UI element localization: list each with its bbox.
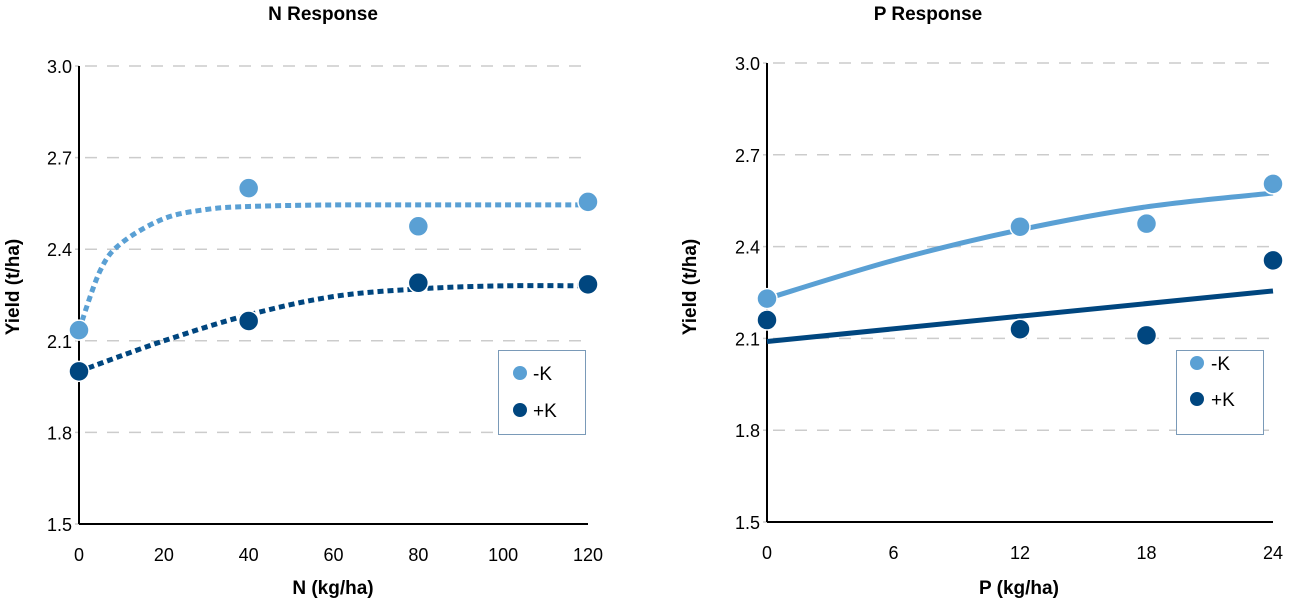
- data-point-minus-k: [407, 215, 430, 238]
- legend-marker-plus-k: [1190, 392, 1204, 406]
- data-point-plus-k: [1262, 249, 1284, 272]
- p-response-chart: P Response Yield (t/ha) P (kg/ha) 1.5 1.8…: [680, 4, 1284, 599]
- x-axis-label: P (kg/ha): [979, 578, 1059, 599]
- legend-label-minus-k: -K: [1211, 354, 1230, 375]
- x-tick-label: 18: [1136, 543, 1156, 563]
- trend-line-minus-k: [76, 202, 588, 331]
- data-point-plus-k: [577, 273, 599, 296]
- legend-label-plus-k: +K: [533, 401, 557, 422]
- axes: [766, 63, 1273, 523]
- x-ticks: 0 20 40 60 80 100 120: [74, 545, 603, 565]
- legend-marker-plus-k: [513, 403, 527, 417]
- x-ticks: 0 6 12 18 24: [762, 543, 1283, 563]
- legend: -K +K: [498, 350, 586, 435]
- data-points: [68, 177, 599, 383]
- trend-line-plus-k: [78, 283, 589, 374]
- data-point-minus-k: [237, 177, 260, 199]
- y-tick-label: 1.5: [735, 513, 760, 533]
- y-tick-label: 1.8: [735, 421, 760, 441]
- y-tick-label: 2.1: [47, 332, 72, 352]
- data-point-plus-k: [756, 309, 778, 331]
- x-tick-label: 120: [573, 545, 603, 565]
- data-point-minus-k: [1262, 173, 1284, 195]
- y-axis-label: Yield (t/ha): [3, 239, 24, 335]
- x-tick-label: 40: [239, 545, 259, 565]
- chart-title: N Response: [268, 4, 378, 25]
- x-tick-label: 24: [1263, 543, 1283, 563]
- x-tick-label: 0: [74, 545, 84, 565]
- legend-label-minus-k: -K: [533, 364, 552, 385]
- legend-marker-minus-k: [1190, 356, 1204, 370]
- data-point-plus-k: [237, 310, 260, 332]
- x-tick-label: 12: [1010, 543, 1030, 563]
- trend-line-plus-k: [766, 288, 1274, 344]
- y-tick-label: 2.4: [735, 238, 760, 258]
- y-tick-label: 1.5: [47, 515, 72, 535]
- x-axis-label: N (kg/ha): [292, 578, 373, 599]
- data-point-plus-k: [1009, 318, 1031, 340]
- y-tick-label: 3.0: [735, 54, 760, 74]
- chart-title: P Response: [874, 4, 982, 25]
- y-axis-label: Yield (t/ha): [680, 239, 701, 335]
- data-point-minus-k: [577, 191, 599, 213]
- y-tick-label: 2.7: [735, 146, 760, 166]
- x-tick-label: 80: [408, 545, 428, 565]
- trend-line-minus-k: [766, 190, 1274, 302]
- n-response-chart: N Response Yield (t/ha) N (kg/ha) 1.5 1.8…: [3, 4, 603, 599]
- x-tick-label: 60: [323, 545, 343, 565]
- legend-box: [498, 350, 586, 435]
- y-ticks: 1.5 1.8 2.1 2.4 2.7 3.0: [735, 54, 767, 533]
- data-point-minus-k: [756, 287, 778, 310]
- y-tick-label: 2.4: [47, 240, 72, 260]
- data-point-minus-k: [68, 319, 90, 341]
- x-tick-label: 6: [888, 543, 898, 563]
- y-tick-label: 2.7: [47, 149, 72, 169]
- legend-label-plus-k: +K: [1211, 390, 1235, 411]
- x-tick-label: 20: [154, 545, 174, 565]
- x-tick-label: 100: [488, 545, 518, 565]
- legend-marker-minus-k: [513, 366, 527, 380]
- y-ticks: 1.5 1.8 2.1 2.4 2.7 3.0: [47, 57, 79, 535]
- data-point-plus-k: [407, 272, 430, 294]
- data-point-plus-k: [68, 360, 90, 383]
- trend-lines: [76, 202, 589, 374]
- data-point-plus-k: [1135, 324, 1158, 347]
- axes: [78, 66, 588, 525]
- legend: -K +K: [1176, 350, 1264, 435]
- y-tick-label: 3.0: [47, 57, 72, 77]
- x-tick-label: 0: [762, 543, 772, 563]
- y-tick-label: 1.8: [47, 423, 72, 443]
- data-point-minus-k: [1009, 215, 1031, 238]
- data-points: [756, 173, 1284, 347]
- y-tick-label: 2.1: [735, 329, 760, 349]
- data-point-minus-k: [1135, 212, 1158, 235]
